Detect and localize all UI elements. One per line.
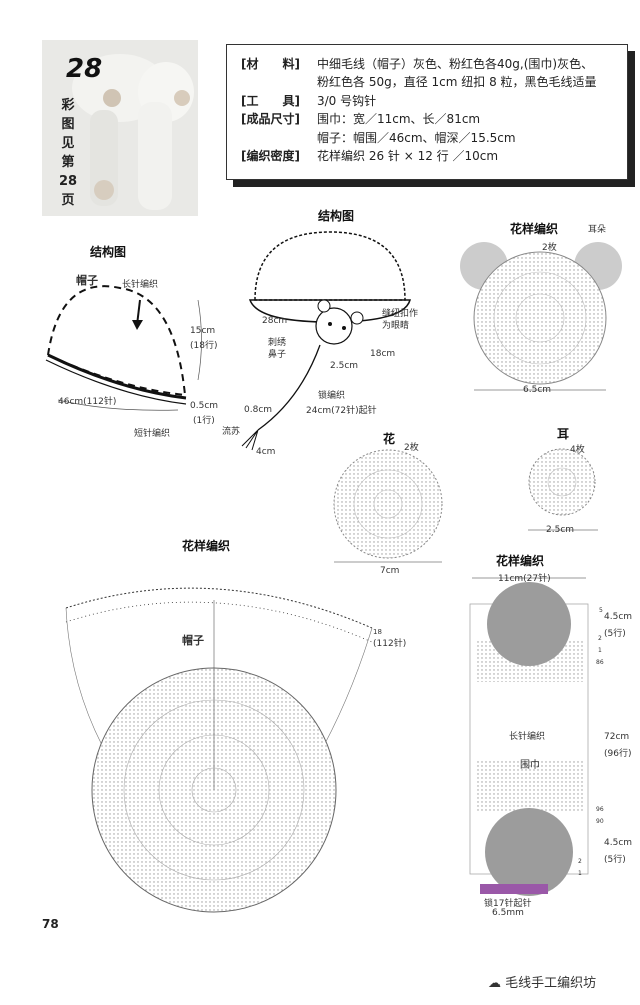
- c18-label: 18cm: [370, 349, 396, 359]
- size-row: [成品尺寸] 围巾：宽／11cm、长／81cm: [241, 110, 480, 129]
- color-ref-char: 见: [61, 136, 75, 151]
- hat-structure-outline: [45, 285, 202, 411]
- gauge-line: 花样编织 26 针 × 12 行 ／10cm: [317, 149, 499, 163]
- scarf-width-label: 28cm: [262, 316, 288, 326]
- scarf-mid-size: 72cm: [604, 732, 630, 742]
- scarf-row-marker: 86: [596, 659, 604, 666]
- color-ref-char: 28: [58, 174, 78, 189]
- color-ref-char: 第: [61, 155, 75, 170]
- scarf-row-marker: 2: [598, 635, 602, 642]
- watermark-text: 毛线手工编织坊: [505, 976, 597, 991]
- hat-height-rows: (18行): [190, 341, 218, 351]
- scarf-row-marker: 90: [596, 818, 604, 825]
- bear-head-chart: [460, 242, 622, 391]
- tools-line: 3/0 号钩针: [317, 94, 377, 108]
- chain-label: 锁编织: [318, 391, 346, 401]
- flower-count: 2枚: [404, 443, 419, 453]
- scarf-mid-rows: (96行): [604, 749, 632, 759]
- hat-pattern-title: 花样编织: [182, 539, 231, 553]
- gauge-label: [编织密度]: [241, 149, 300, 163]
- scarf-pattern-chart: [469, 577, 589, 896]
- scarf-pattern-title: 花样编织: [496, 554, 545, 568]
- embroider-label: 刺绣: [268, 338, 287, 348]
- color-ref-char: 图: [61, 117, 75, 132]
- scarf-bot-rows: (5行): [604, 855, 626, 865]
- photo-illustration: [72, 54, 194, 210]
- scarf-top-size: 4.5cm: [604, 612, 633, 622]
- product-photo: [42, 40, 198, 216]
- hat-pattern-stitches: (112针): [373, 639, 407, 649]
- short-stitch-label: 短针编织: [134, 429, 171, 439]
- c24-label: 24cm(72针)起针: [306, 406, 377, 416]
- color-ref-char: 彩: [61, 98, 75, 113]
- ear-pattern-title: 花样编织: [510, 222, 559, 236]
- size-label: [成品尺寸]: [241, 112, 300, 126]
- brim-rows: (1行): [193, 416, 215, 426]
- watermark: ☁ 毛线手工编织坊: [488, 972, 596, 991]
- materials-label: [材 料]: [241, 57, 300, 71]
- ear-count: 4枚: [570, 445, 585, 455]
- page-number: 78: [42, 917, 59, 931]
- materials-line: 粉红色各 50g，直径 1cm 纽扣 8 粒，黑色毛线适量: [317, 75, 597, 89]
- scarf-row-marker: 5: [599, 607, 603, 614]
- ears-label: 耳朵: [588, 225, 607, 235]
- hat-circ-label: 46cm(112针): [58, 397, 117, 407]
- scarf-bot-size: 4.5cm: [604, 838, 633, 848]
- ear-pattern-width: 6.5cm: [523, 385, 552, 395]
- c25-label: 2.5cm: [330, 361, 359, 371]
- materials-row: [材 料] 中细毛线（帽子）灰色、粉红色各40g,(围巾)灰色、: [241, 55, 593, 74]
- hat-pattern-chart: [65, 587, 373, 913]
- size-line: 帽子：帽围／46cm、帽深／15.5cm: [317, 131, 516, 145]
- tools-label: [工 具]: [241, 94, 300, 108]
- scarf-row-marker: 1: [598, 647, 602, 654]
- c08-label: 0.8cm: [244, 405, 273, 415]
- scarf-structure-title: 结构图: [318, 209, 355, 223]
- scarf-part: 围巾: [520, 760, 540, 771]
- nose-label: 鼻子: [268, 350, 287, 360]
- brim-label: 0.5cm: [190, 401, 219, 411]
- hat-structure-title: 结构图: [90, 245, 127, 259]
- long-stitch-label: 长针编织: [122, 280, 159, 290]
- c4-label: 4cm: [256, 447, 276, 457]
- ear-title: 耳: [557, 427, 570, 441]
- scarf-width: 11cm(27针): [498, 574, 551, 584]
- scarf-row-marker: 96: [596, 806, 604, 813]
- ear-chart: [528, 448, 598, 531]
- ear-pattern-count: 2枚: [542, 243, 557, 253]
- scarf-top-rows: (5行): [604, 629, 626, 639]
- materials-line: 中细毛线（帽子）灰色、粉红色各40g,(围巾)灰色、: [317, 57, 594, 71]
- hat-label: 帽子: [76, 274, 98, 287]
- button-label: 缝纽扣作: [382, 309, 419, 319]
- scarf-start: 锁17针起针: [484, 899, 532, 909]
- scarf-row-marker: 2: [578, 858, 582, 865]
- materials-box: [材 料] 中细毛线（帽子）灰色、粉红色各40g,(围巾)灰色、 粉红色各 50…: [226, 44, 628, 180]
- scarf-long-stitch: 长针编织: [509, 732, 546, 742]
- size-line: 围巾：宽／11cm、长／81cm: [317, 112, 481, 126]
- color-ref-char: 页: [61, 193, 75, 208]
- tools-row: [工 具] 3/0 号钩针: [241, 92, 376, 111]
- color-reference: 彩 图 见 第 28 页: [58, 96, 78, 210]
- size-row: 帽子：帽围／46cm、帽深／15.5cm: [241, 129, 516, 148]
- ear-width: 2.5cm: [546, 525, 575, 535]
- scarf-start-width: 6.5mm: [492, 908, 524, 918]
- hat-height-label: 15cm: [190, 326, 216, 336]
- gauge-row: [编织密度] 花样编织 26 针 × 12 行 ／10cm: [241, 147, 498, 166]
- flower-chart: [333, 449, 443, 563]
- pattern-number: 28: [66, 54, 103, 84]
- scarf-structure-outline: [241, 231, 411, 451]
- wechat-icon: ☁: [488, 976, 501, 991]
- scarf-row-marker: 1: [578, 870, 582, 877]
- flower-title: 花: [383, 432, 396, 446]
- hat-pattern-part: 帽子: [182, 634, 204, 647]
- materials-row: 粉红色各 50g，直径 1cm 纽扣 8 粒，黑色毛线适量: [241, 73, 597, 92]
- eyes-label: 为眼睛: [382, 321, 410, 331]
- flower-width: 7cm: [380, 566, 400, 576]
- hat-pattern-rows: 18: [373, 628, 382, 636]
- tassel-label: 流苏: [222, 427, 241, 437]
